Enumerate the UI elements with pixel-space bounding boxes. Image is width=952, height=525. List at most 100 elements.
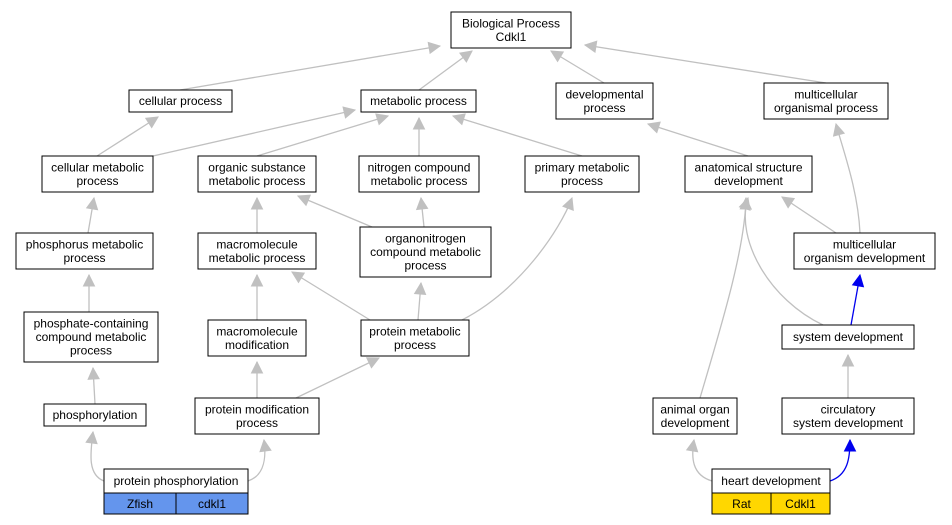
node-label-line: organismal process (774, 101, 878, 115)
edge-protein-metabolic-process-to-organonitrogen-compound-metabolic-process (413, 281, 427, 321)
edge-arrowhead (85, 430, 98, 445)
edge-line (452, 115, 583, 157)
edge-macromolecule-metabolic-process-to-organic-substance-metabolic-process (250, 196, 264, 233)
node-label-line: Cdkl1 (496, 30, 527, 44)
edge-line (461, 197, 573, 321)
edge-protein-phosphorylation-to-phosphorylation (85, 430, 105, 482)
edge-primary-metabolic-process-to-metabolic-process (451, 113, 583, 157)
node-label-line: nitrogen compound (368, 160, 471, 174)
node-box (43, 403, 147, 427)
node-label-line: process (76, 174, 118, 188)
edge-heart-development-to-animal-organ-development (685, 438, 713, 482)
node-label-line: process (404, 259, 446, 273)
node-box (781, 397, 915, 435)
edge-arrowhead (259, 438, 272, 453)
edge-line (295, 357, 380, 399)
node-box (23, 311, 159, 363)
node-label-line: phosphorylation (53, 408, 138, 422)
node-box (194, 397, 320, 435)
gene-label: Cdkl1 (785, 497, 816, 511)
node-label-line: organic substance (208, 160, 306, 174)
edge-arrowhead (739, 196, 753, 210)
node-metabolic-process[interactable]: metabolic process (360, 89, 477, 113)
node-label-line: circulatory (821, 402, 876, 416)
node-box (763, 82, 889, 120)
species-label: Zfish (127, 497, 153, 511)
edge-line (152, 109, 356, 157)
edge-arrowhead (296, 194, 312, 207)
edge-arrowhead (550, 50, 565, 63)
edge-line (647, 123, 749, 157)
edge-anatomical-structure-development-to-developmental-process (646, 121, 749, 157)
edge-cellular-metabolic-process-to-cellular-process (96, 116, 159, 157)
edge-arrowhead (685, 438, 699, 453)
node-label-line: process (394, 338, 436, 352)
edge-arrowhead (85, 196, 99, 211)
node-phosphorylation[interactable]: phosphorylation (43, 403, 147, 427)
edge-phosphate-containing-compound-metabolic-process-to-phosphorus-metabolic-process (82, 273, 96, 312)
edge-arrowhead (144, 116, 159, 129)
edge-macromolecule-modification-to-macromolecule-metabolic-process (250, 273, 264, 320)
node-box (197, 155, 317, 193)
node-cellular-process[interactable]: cellular process (128, 89, 233, 113)
edge-protein-phosphorylation-to-protein-modification-process (247, 438, 272, 482)
node-label-line: process (70, 344, 112, 358)
edge-cellular-process-to-bp (179, 41, 442, 91)
node-label-line: cellular metabolic (51, 160, 144, 174)
edge-arrowhead (342, 106, 357, 119)
node-label-line: macromolecule (216, 237, 298, 251)
edge-arrowhead (250, 360, 264, 374)
edge-line (256, 115, 389, 157)
node-label-line: process (63, 251, 105, 265)
node-protein-phosphorylation[interactable]: protein phosphorylation (103, 468, 249, 494)
edge-arrowhead (412, 116, 426, 130)
gene-cell (175, 492, 249, 515)
node-label-line: organonitrogen (385, 232, 466, 246)
node-box (781, 324, 915, 350)
node-box (360, 319, 470, 357)
node-label-line: process (561, 174, 603, 188)
edge-arrowhead (415, 196, 429, 211)
edge-multicellular-organism-development-to-multicellular-organismal-process (832, 122, 861, 234)
edge-organic-substance-metabolic-process-to-metabolic-process (256, 113, 390, 157)
node-box (793, 232, 936, 270)
edge-arrowhead (562, 196, 574, 211)
edge-arrowhead (832, 122, 846, 137)
node-label-line: process (583, 101, 625, 115)
node-heart-development[interactable]: heart development (711, 468, 831, 494)
edge-line (179, 45, 441, 91)
node-label-line: anatomical structure (694, 160, 802, 174)
edge-multicellular-organismal-process-to-bp (583, 40, 827, 84)
node-box (197, 232, 317, 270)
edge-arrowhead (646, 121, 661, 134)
edge-system-development-to-multicellular-organism-development (850, 273, 865, 326)
node-system-development[interactable]: system development (781, 324, 915, 350)
edge-arrowhead (851, 273, 865, 288)
node-label-line: macromolecule (216, 324, 298, 338)
edge-layer (82, 40, 865, 482)
node-box (684, 155, 813, 193)
edge-arrowhead (843, 438, 857, 452)
edge-multicellular-organism-development-to-anatomical-structure-development (781, 196, 837, 234)
node-label-line: multicellular (833, 237, 896, 251)
